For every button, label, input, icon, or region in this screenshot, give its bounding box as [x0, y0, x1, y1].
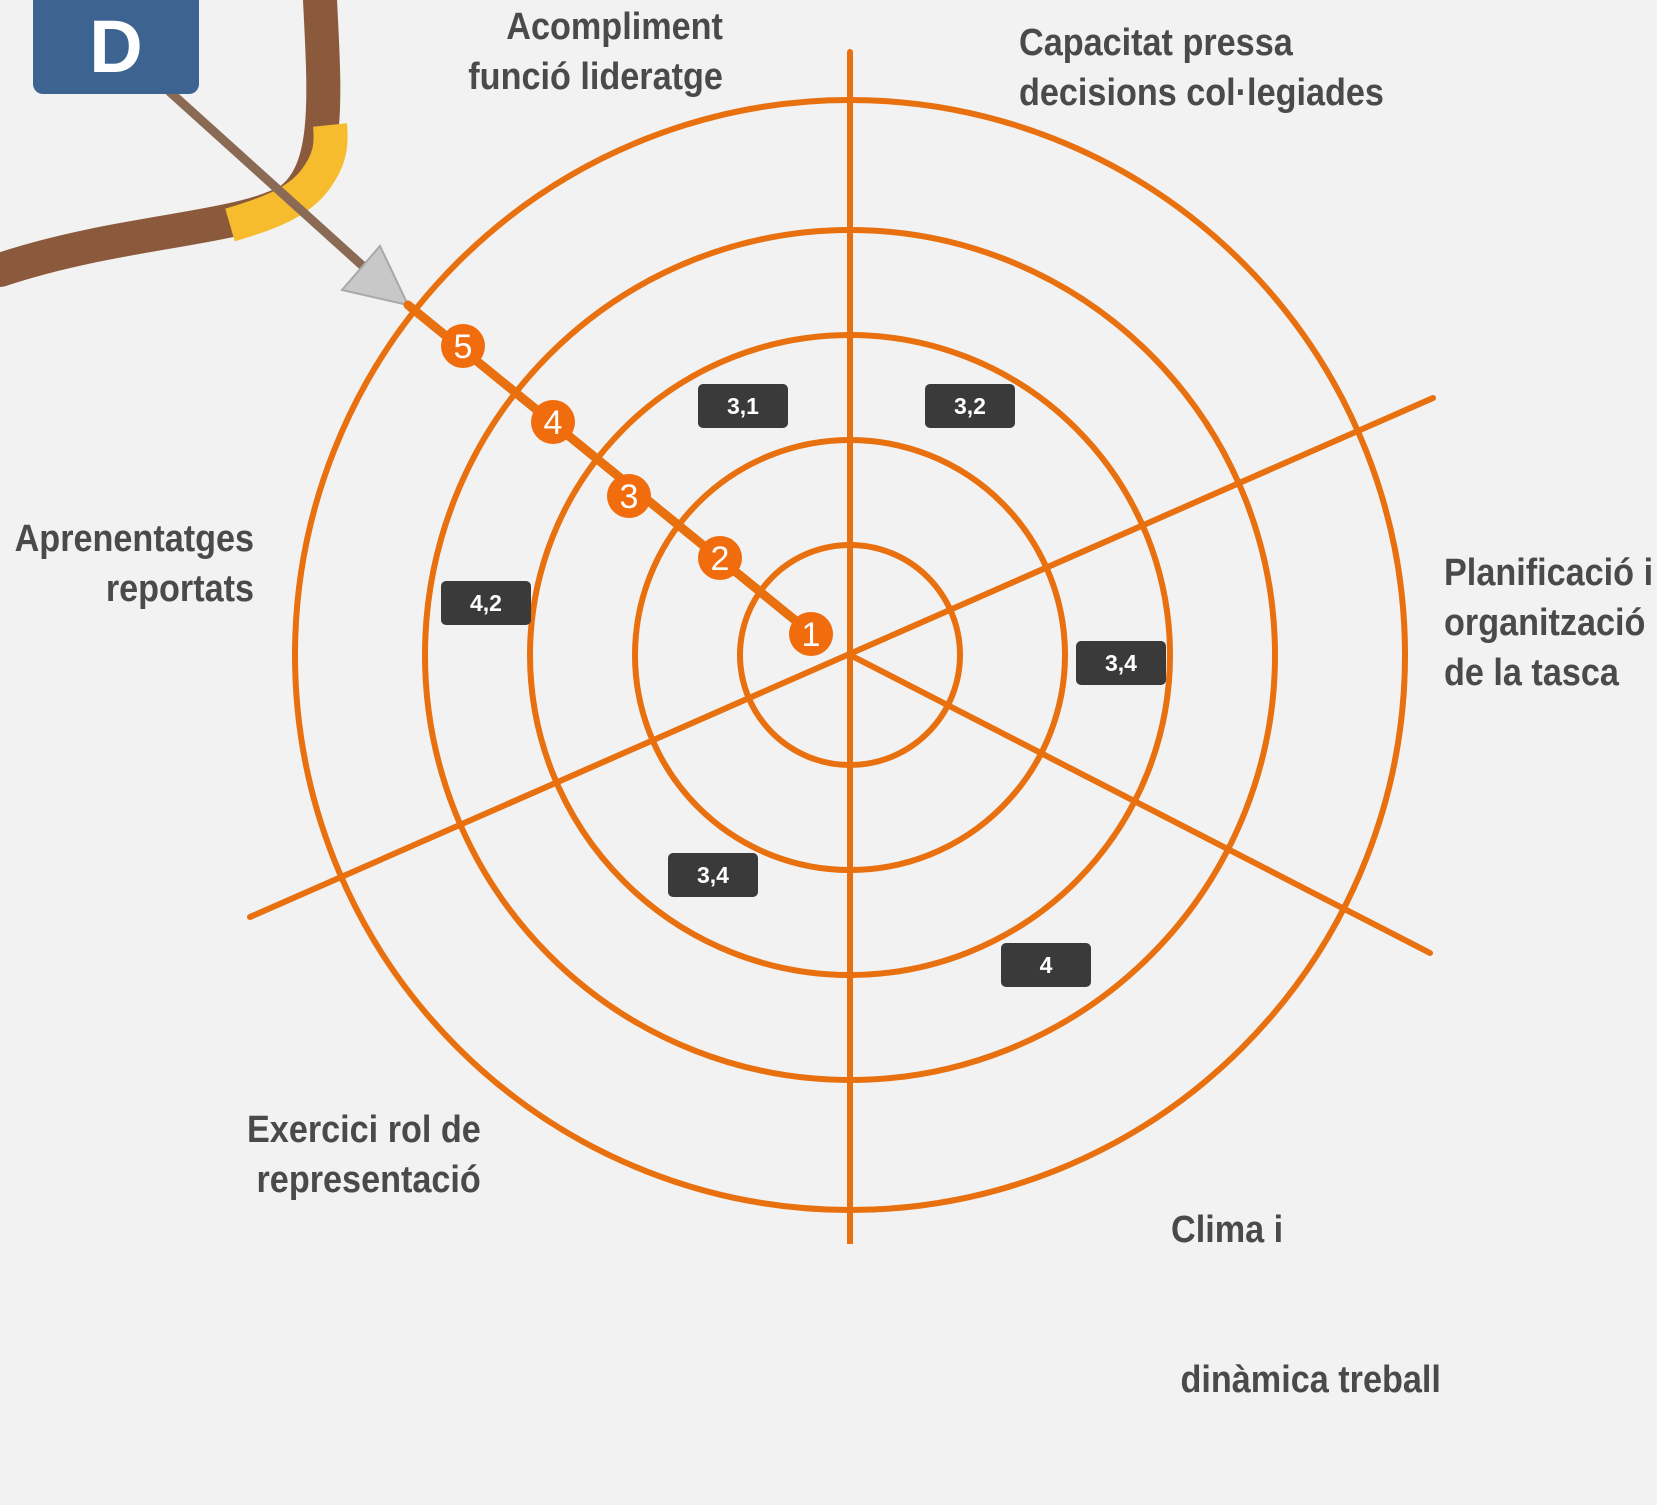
- score-badge-capacitat: 3,2: [925, 384, 1015, 428]
- axis-label-line: Aprenentatges: [14, 518, 254, 560]
- pointer-arrow: [165, 87, 410, 307]
- axis-label-line: reportats: [105, 568, 254, 610]
- score-badge-acompliment: 3,1: [698, 384, 788, 428]
- score-badge-clima: 4: [1001, 943, 1091, 987]
- scale-marker-label: 2: [711, 540, 730, 578]
- score-badge-exercici: 3,4: [668, 853, 758, 897]
- scale-markers: 1 2 3 4 5: [441, 324, 833, 656]
- scale-marker-5: 5: [441, 324, 485, 368]
- scale-marker-4: 4: [531, 400, 575, 444]
- winding-path-decoration: [0, 0, 348, 287]
- target-rings-svg: 1 2 3 4 5: [0, 0, 1436, 1244]
- axis-label-line: funció lideratge: [468, 56, 723, 98]
- axis-label-line: organització: [1444, 602, 1646, 644]
- axis-label-exercici: Exercici rol de representació: [247, 1105, 481, 1205]
- axis-label-line: de la tasca: [1444, 652, 1619, 694]
- axis-diagonal-up: [247, 395, 1436, 920]
- arrow-head-icon: [340, 244, 410, 307]
- scale-marker-label: 5: [454, 328, 473, 366]
- axis-label-line: representació: [256, 1159, 481, 1201]
- score-badge-planificacio: 3,4: [1076, 641, 1166, 685]
- axis-label-line: Capacitat pressa: [1019, 22, 1293, 64]
- target-diagram: 1 2 3 4 5 D Acompliment funció lideratge: [0, 0, 1653, 1401]
- axis-label-line: Clima i: [1171, 1209, 1284, 1251]
- radial-axes: [247, 49, 1436, 1244]
- axis-label-acompliment: Acompliment funció lideratge: [468, 2, 723, 102]
- axis-label-line: dinàmica treball: [1171, 1359, 1441, 1401]
- axis-label-line: Exercici rol de: [247, 1109, 481, 1151]
- axis-label-line: decisions col·legiades: [1019, 72, 1384, 114]
- scale-marker-2: 2: [698, 536, 742, 580]
- scale-marker-label: 4: [544, 404, 563, 442]
- scale-marker-1: 1: [789, 612, 833, 656]
- score-badge-aprenentatges: 4,2: [441, 581, 531, 625]
- axis-label-line: Planificació i: [1444, 552, 1654, 594]
- axis-label-line: Acompliment: [506, 6, 723, 48]
- axis-label-aprenentatges: Aprenentatges reportats: [15, 514, 254, 614]
- scale-marker-label: 3: [620, 478, 639, 516]
- axis-label-clima: Clima i dinàmica treball: [1171, 1105, 1441, 1505]
- axis-label-planificacio: Planificació i organització de la tasca: [1444, 548, 1653, 698]
- axis-diagonal-down: [847, 652, 1433, 956]
- panel-tag: D: [33, 0, 199, 94]
- axis-label-capacitat: Capacitat pressa decisions col·legiades: [1019, 18, 1384, 118]
- scale-marker-label: 1: [802, 616, 821, 654]
- scale-marker-3: 3: [607, 474, 651, 518]
